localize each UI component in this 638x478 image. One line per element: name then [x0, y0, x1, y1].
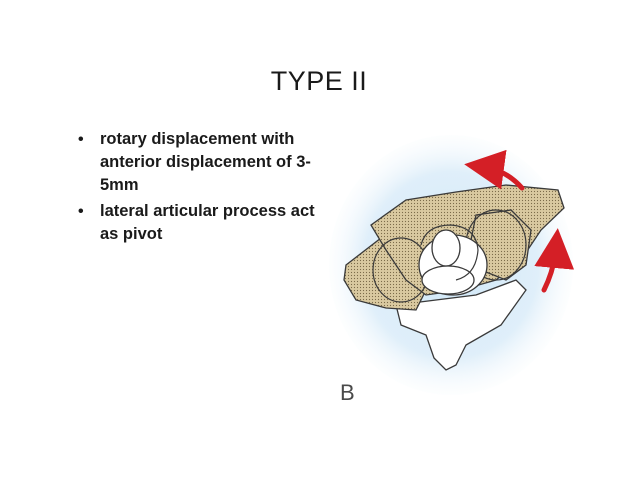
- bullet-item: • lateral articular process act as pivot: [72, 200, 322, 246]
- foramen: [431, 229, 461, 267]
- bullet-text: lateral articular process act as pivot: [100, 202, 315, 243]
- vertebra-diagram: [329, 135, 575, 395]
- slide-title: TYPE II: [270, 66, 368, 96]
- foramen: [421, 265, 475, 295]
- bullet-dot-icon: •: [78, 131, 84, 148]
- vertebral-body: [395, 279, 527, 371]
- bullet-list: • rotary displacement with anterior disp…: [72, 128, 322, 249]
- figure-label: B: [340, 380, 355, 405]
- bullet-item: • rotary displacement with anterior disp…: [72, 128, 322, 197]
- bullet-dot-icon: •: [78, 203, 84, 220]
- bullet-text: rotary displacement with anterior displa…: [100, 130, 311, 194]
- rotation-arrow-top: [464, 149, 525, 191]
- rotation-arrow-right: [534, 228, 575, 293]
- vertebra-illustration: [326, 130, 576, 420]
- spinal-canal-outline: [420, 224, 479, 281]
